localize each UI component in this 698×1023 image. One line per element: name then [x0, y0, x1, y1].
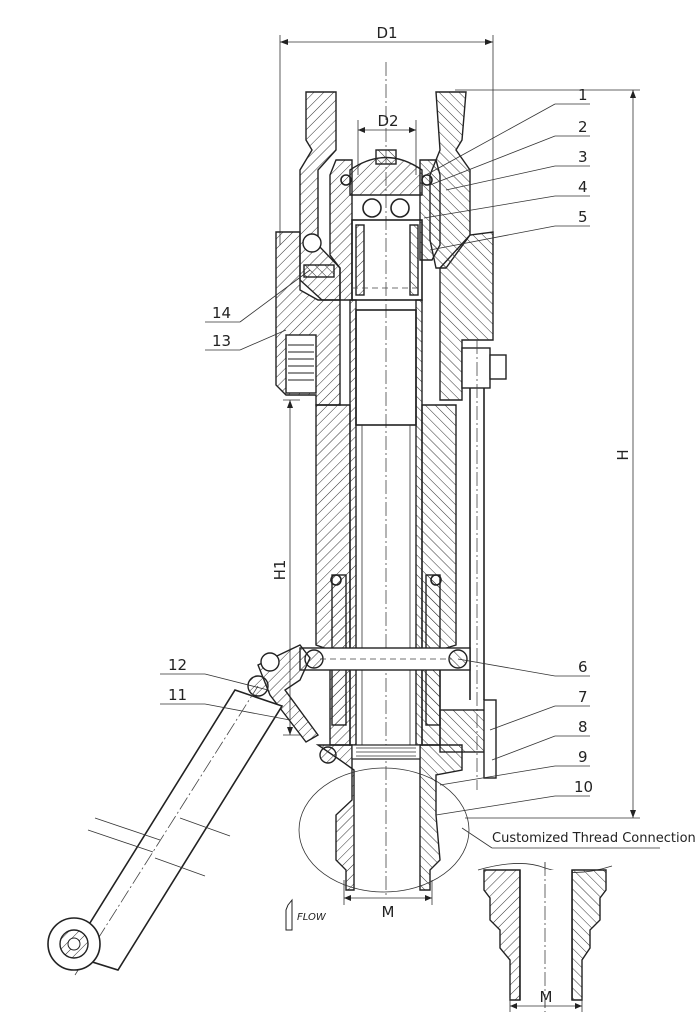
d1-label: D1 [376, 24, 397, 42]
dimension-d1: D1 [279, 24, 494, 245]
part-leaders-right [423, 103, 590, 816]
part-label-6: 6 [578, 658, 588, 676]
part-label-5: 5 [578, 208, 588, 226]
detail-circle [298, 767, 470, 893]
part-label-4: 4 [578, 178, 588, 196]
part-label-14: 14 [212, 304, 231, 322]
flow-indicator: FLOW [285, 898, 327, 931]
dimension-m-main: M [343, 880, 433, 921]
handle-lever [47, 644, 320, 976]
part-label-1: 1 [578, 86, 588, 104]
left-collar [275, 231, 341, 406]
part-leaders-left [160, 269, 311, 721]
part-label-3: 3 [578, 148, 588, 166]
m-detail-label: M [540, 988, 553, 1006]
h-label: H [614, 449, 632, 460]
flow-label: FLOW [297, 912, 327, 923]
part-label-12: 12 [168, 656, 187, 674]
part-label-10: 10 [574, 778, 593, 796]
part-label-13: 13 [212, 332, 231, 350]
part-label-2: 2 [578, 118, 588, 136]
part-label-9: 9 [578, 748, 588, 766]
dimension-h: H [455, 89, 640, 819]
cross-shaft [299, 647, 471, 671]
lower-fitting [298, 699, 497, 893]
part-label-7: 7 [578, 688, 588, 706]
part-label-8: 8 [578, 718, 588, 736]
d2-label: D2 [377, 112, 398, 130]
h1-label: H1 [271, 560, 289, 581]
detail-caption: Customized Thread Connection [492, 831, 696, 846]
m-main-label: M [382, 903, 395, 921]
detail-view: Customized Thread Connection M [461, 827, 696, 1012]
part-label-11: 11 [168, 686, 187, 704]
